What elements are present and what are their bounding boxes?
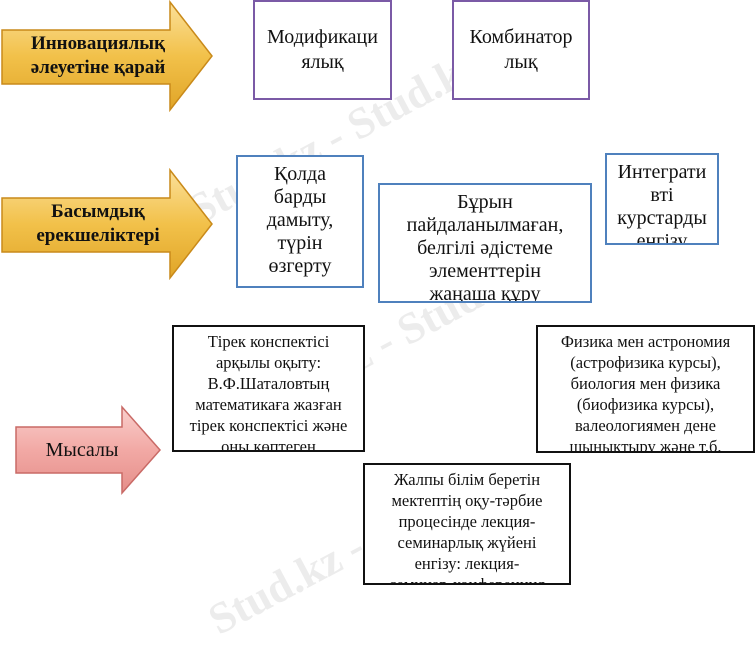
box-example-support-notes: Тірек конспектісі арқылы оқыту: В.Ф.Шата… [172,325,365,452]
box-example-integrated-subjects-text: Физика мен астрономия (астрофизика курсы… [560,332,731,453]
arrow-examples: Мысалы [14,405,162,495]
box-modification: Модификаци ялық [253,0,392,100]
box-modification-text: Модификаци ялық [267,26,378,73]
box-new-method-elements-text: Бұрын пайдаланылмаған, белгілі әдістеме … [406,191,564,303]
box-example-lecture-seminar: Жалпы білім беретін мектептің оқу-тәрбие… [363,463,571,585]
box-new-method-elements: Бұрын пайдаланылмаған, белгілі әдістеме … [378,183,592,303]
box-develop-existing-text: Қолда барды дамыту, түрін өзгерту [266,163,334,277]
box-example-lecture-seminar-text: Жалпы білім беретін мектептің оқу-тәрбие… [389,470,545,585]
arrow-shape-icon [1,168,213,280]
priority-label: Басымдық ерекшеліктері [36,201,160,246]
arrow-shape-icon [15,405,162,495]
box-integrative-courses-text: Интеграти вті курстарды енгізу [617,161,707,245]
arrow-priority: Басымдық ерекшеліктері [0,168,214,280]
box-combinatorial-text: Комбинатор лық [469,26,573,73]
box-integrative-courses: Интеграти вті курстарды енгізу [605,153,719,245]
innovation-label: Инновациялық әлеуетіне қарай [30,33,166,78]
examples-label: Мысалы [45,438,119,461]
box-develop-existing: Қолда барды дамыту, түрін өзгерту [236,155,364,288]
box-example-integrated-subjects: Физика мен астрономия (астрофизика курсы… [536,325,755,453]
arrow-shape-icon [1,0,213,112]
arrow-innovation: Инновациялық әлеуетіне қарай [0,0,214,112]
box-combinatorial: Комбинатор лық [452,0,590,100]
box-example-support-notes-text: Тірек конспектісі арқылы оқыту: В.Ф.Шата… [189,332,348,452]
